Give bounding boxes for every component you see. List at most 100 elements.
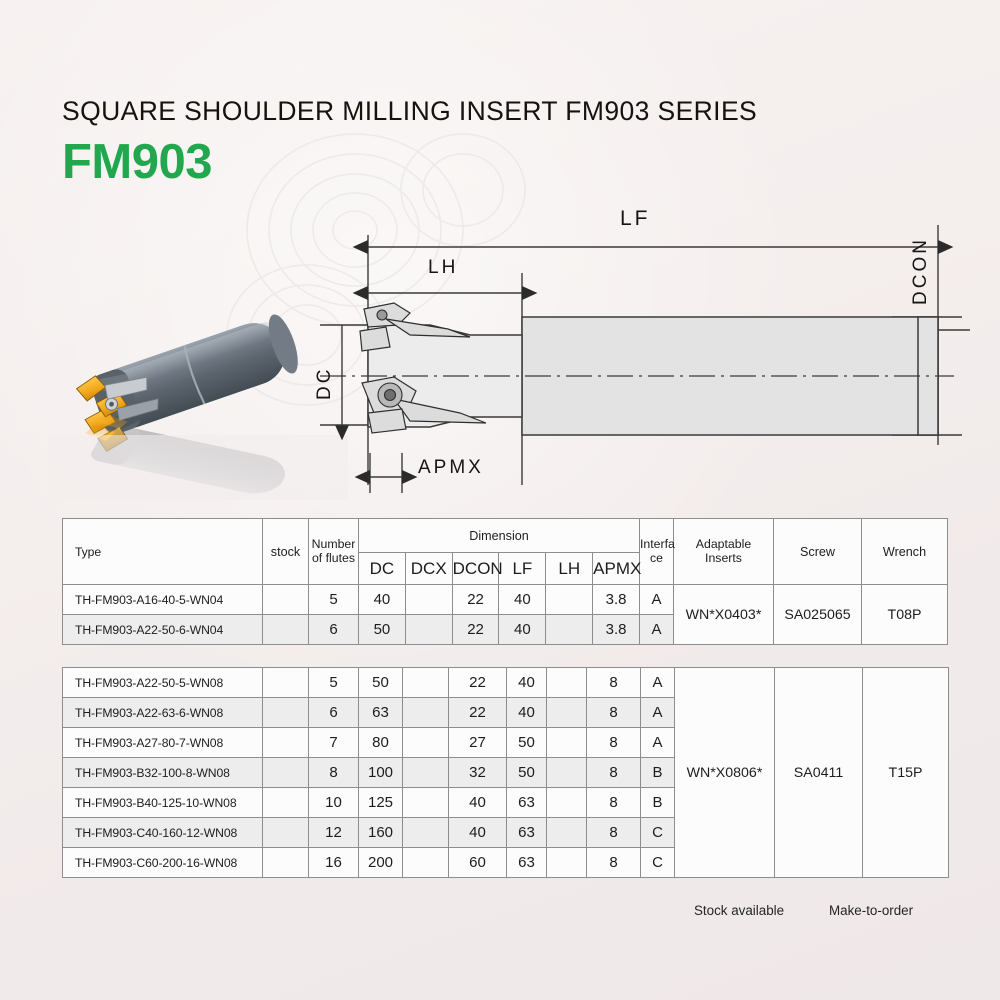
cell-flutes: 5 xyxy=(308,667,359,698)
col-header-flutes-line2: of flutes xyxy=(311,550,356,565)
cell-dcon: 22 xyxy=(448,697,507,728)
table-header: Type stock Number of flutes Dimension In… xyxy=(62,518,948,585)
cell-flutes: 6 xyxy=(308,614,359,645)
cell-dcon: 40 xyxy=(448,787,507,818)
label-dc: DC xyxy=(314,367,335,400)
product-photo xyxy=(48,285,348,500)
col-header-interface-line1: Interfa xyxy=(640,536,675,551)
cell-screw: SA025065 xyxy=(773,584,862,645)
col-header-apmx: APMX xyxy=(592,552,641,585)
cell-type: TH-FM903-A22-50-5-WN08 xyxy=(62,667,263,698)
col-header-flutes: Number of flutes xyxy=(308,518,359,585)
cell-interface: C xyxy=(640,847,675,878)
table-row[interactable]: TH-FM903-A22-50-6-WN04 6 50 22 40 3.8 A xyxy=(62,614,948,645)
cell-lh xyxy=(546,667,587,698)
cell-flutes: 8 xyxy=(308,757,359,788)
cell-lh xyxy=(546,757,587,788)
cell-dcx xyxy=(402,697,449,728)
cell-type: TH-FM903-A22-63-6-WN08 xyxy=(62,697,263,728)
cell-stock xyxy=(262,787,309,818)
cell-dcx xyxy=(402,787,449,818)
cell-flutes: 12 xyxy=(308,817,359,848)
cell-stock xyxy=(262,584,309,615)
cell-lf: 50 xyxy=(506,757,547,788)
table-row[interactable]: TH-FM903-A22-63-6-WN08 6 63 22 40 8 A xyxy=(62,697,949,728)
cell-dcx xyxy=(402,847,449,878)
cell-lf: 40 xyxy=(498,614,547,645)
table-body-block-2: TH-FM903-A22-50-5-WN08 5 50 22 40 8 A WN… xyxy=(62,667,949,878)
label-apmx: APMX xyxy=(418,457,484,478)
table-row[interactable]: TH-FM903-B40-125-10-WN08 10 125 40 63 8 … xyxy=(62,787,949,818)
table-row[interactable]: TH-FM903-B32-100-8-WN08 8 100 32 50 8 B xyxy=(62,757,949,788)
col-header-flutes-line1: Number xyxy=(311,536,356,551)
cell-lf: 40 xyxy=(498,584,547,615)
col-header-dcon: DCON xyxy=(451,552,503,585)
col-header-interface: Interfa ce xyxy=(639,518,675,585)
cell-lh xyxy=(546,847,587,878)
cell-interface: A xyxy=(639,614,674,645)
cell-flutes: 10 xyxy=(308,787,359,818)
cell-apmx: 8 xyxy=(586,817,641,848)
spec-table-block-2: TH-FM903-A22-50-5-WN08 5 50 22 40 8 A WN… xyxy=(62,667,949,878)
cell-type: TH-FM903-A27-80-7-WN08 xyxy=(62,727,263,758)
spec-table-block-1: Type stock Number of flutes Dimension In… xyxy=(62,518,948,645)
cell-dcon: 60 xyxy=(448,847,507,878)
table-row[interactable]: TH-FM903-C60-200-16-WN08 16 200 60 63 8 … xyxy=(62,847,949,878)
cell-apmx: 3.8 xyxy=(592,614,640,645)
label-dcon: DCON xyxy=(910,237,931,305)
cell-dcx xyxy=(404,584,453,615)
col-header-type: Type xyxy=(62,518,263,585)
cell-stock xyxy=(262,667,309,698)
cell-flutes: 7 xyxy=(308,727,359,758)
label-lf: LF xyxy=(620,207,651,230)
col-header-inserts: Adaptable Inserts xyxy=(673,518,774,585)
col-header-stock: stock xyxy=(262,518,309,585)
cell-lh xyxy=(545,614,594,645)
header-row-2: DC DCX DCON LF LH APMX xyxy=(63,552,948,585)
cell-dcx xyxy=(402,757,449,788)
cell-lh xyxy=(546,697,587,728)
cell-dcon: 22 xyxy=(451,584,500,615)
cell-screw: SA0411 xyxy=(774,667,863,878)
cell-dc: 50 xyxy=(358,614,406,645)
page-title: SQUARE SHOULDER MILLING INSERT FM903 SER… xyxy=(62,96,758,126)
cell-dcon: 32 xyxy=(448,757,507,788)
cell-stock xyxy=(262,847,309,878)
cell-stock xyxy=(262,727,309,758)
col-header-interface-line2: ce xyxy=(650,550,663,565)
col-header-wrench: Wrench xyxy=(861,518,948,585)
cell-flutes: 6 xyxy=(308,697,359,728)
cell-lh xyxy=(546,727,587,758)
cell-interface: A xyxy=(640,697,675,728)
table-body-block-1: TH-FM903-A16-40-5-WN04 5 40 22 40 3.8 A … xyxy=(62,584,948,645)
cell-apmx: 8 xyxy=(586,667,641,698)
cell-type: TH-FM903-A16-40-5-WN04 xyxy=(62,584,263,615)
table-row[interactable]: TH-FM903-A16-40-5-WN04 5 40 22 40 3.8 A … xyxy=(62,584,948,645)
cell-type: TH-FM903-B40-125-10-WN08 xyxy=(62,787,263,818)
cell-adaptable-inserts: WN*X0806* xyxy=(674,667,775,878)
legend-stock-available: Stock available xyxy=(694,903,785,918)
col-header-lh: LH xyxy=(545,552,594,585)
cell-interface: A xyxy=(640,667,675,698)
cell-dc: 80 xyxy=(358,727,403,758)
cell-dc: 50 xyxy=(358,667,403,698)
cell-interface: C xyxy=(640,817,675,848)
cell-stock xyxy=(262,697,309,728)
cell-dc: 200 xyxy=(358,847,403,878)
cell-stock xyxy=(262,614,309,645)
table-row[interactable]: TH-FM903-A22-50-5-WN08 5 50 22 40 8 A WN… xyxy=(62,667,949,878)
cell-dcx xyxy=(404,614,453,645)
cell-dc: 40 xyxy=(358,584,406,615)
cell-lh xyxy=(546,817,587,848)
cell-stock xyxy=(262,817,309,848)
header-row-1: Type stock Number of flutes Dimension In… xyxy=(62,518,948,585)
label-lh: LH xyxy=(428,257,458,278)
cell-apmx: 3.8 xyxy=(592,584,640,615)
cell-lf: 63 xyxy=(506,847,547,878)
cell-lh xyxy=(545,584,594,615)
cell-flutes: 5 xyxy=(308,584,359,615)
cell-apmx: 8 xyxy=(586,847,641,878)
cell-dc: 160 xyxy=(358,817,403,848)
table-row[interactable]: TH-FM903-C40-160-12-WN08 12 160 40 63 8 … xyxy=(62,817,949,848)
cell-lf: 63 xyxy=(506,787,547,818)
